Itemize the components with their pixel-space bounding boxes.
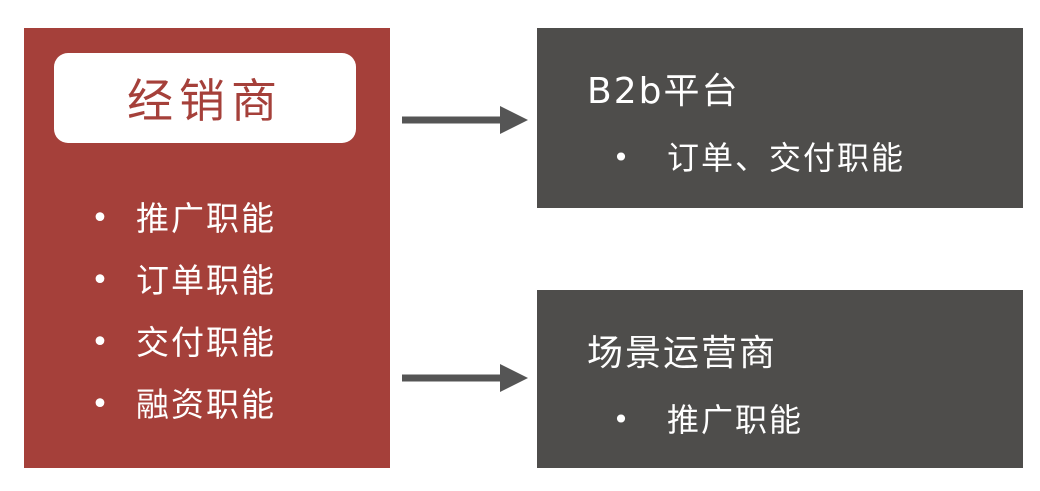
dealer-function-label: 交付职能 [136,323,276,362]
bullet-icon: • [612,403,630,436]
dealer-function-label: 融资职能 [136,385,276,424]
bullet-icon: • [91,387,109,422]
bullet-icon: • [91,325,109,360]
dealer-function-label: 订单职能 [136,261,276,300]
arrow-to-scenario-operator [402,364,528,392]
arrow-head [500,106,528,134]
b2b-platform-title: B2b平台 [587,71,740,112]
b2b-platform-box: B2b平台 • 订单、交付职能 [537,28,1023,208]
dealer-function-list: • 推广职能 • 订单职能 • 交付职能 • 融资职能 [24,188,390,436]
dealer-box: 经销商 • 推广职能 • 订单职能 • 交付职能 • 融资职能 [24,28,390,468]
b2b-platform-function-label: 订单、交付职能 [667,139,906,177]
dealer-title: 经销商 [127,74,283,128]
bullet-icon: • [91,263,109,298]
arrow-head [500,364,528,392]
scenario-operator-box: 场景运营商 • 推广职能 [537,290,1023,468]
scenario-operator-function-label: 推广职能 [667,401,804,439]
scenario-operator-function-item: • 推广职能 [537,390,1023,450]
arrow-to-b2b-platform [402,106,528,134]
dealer-function-item: • 交付职能 [24,312,390,374]
b2b-platform-function-item: • 订单、交付职能 [537,128,1023,188]
dealer-function-item: • 推广职能 [24,188,390,250]
dealer-function-item: • 订单职能 [24,250,390,312]
bullet-icon: • [612,141,630,174]
bullet-icon: • [91,201,109,236]
scenario-operator-title: 场景运营商 [587,333,778,374]
dealer-function-item: • 融资职能 [24,374,390,436]
dealer-title-pill: 经销商 [54,53,356,143]
dealer-function-label: 推广职能 [136,199,276,238]
